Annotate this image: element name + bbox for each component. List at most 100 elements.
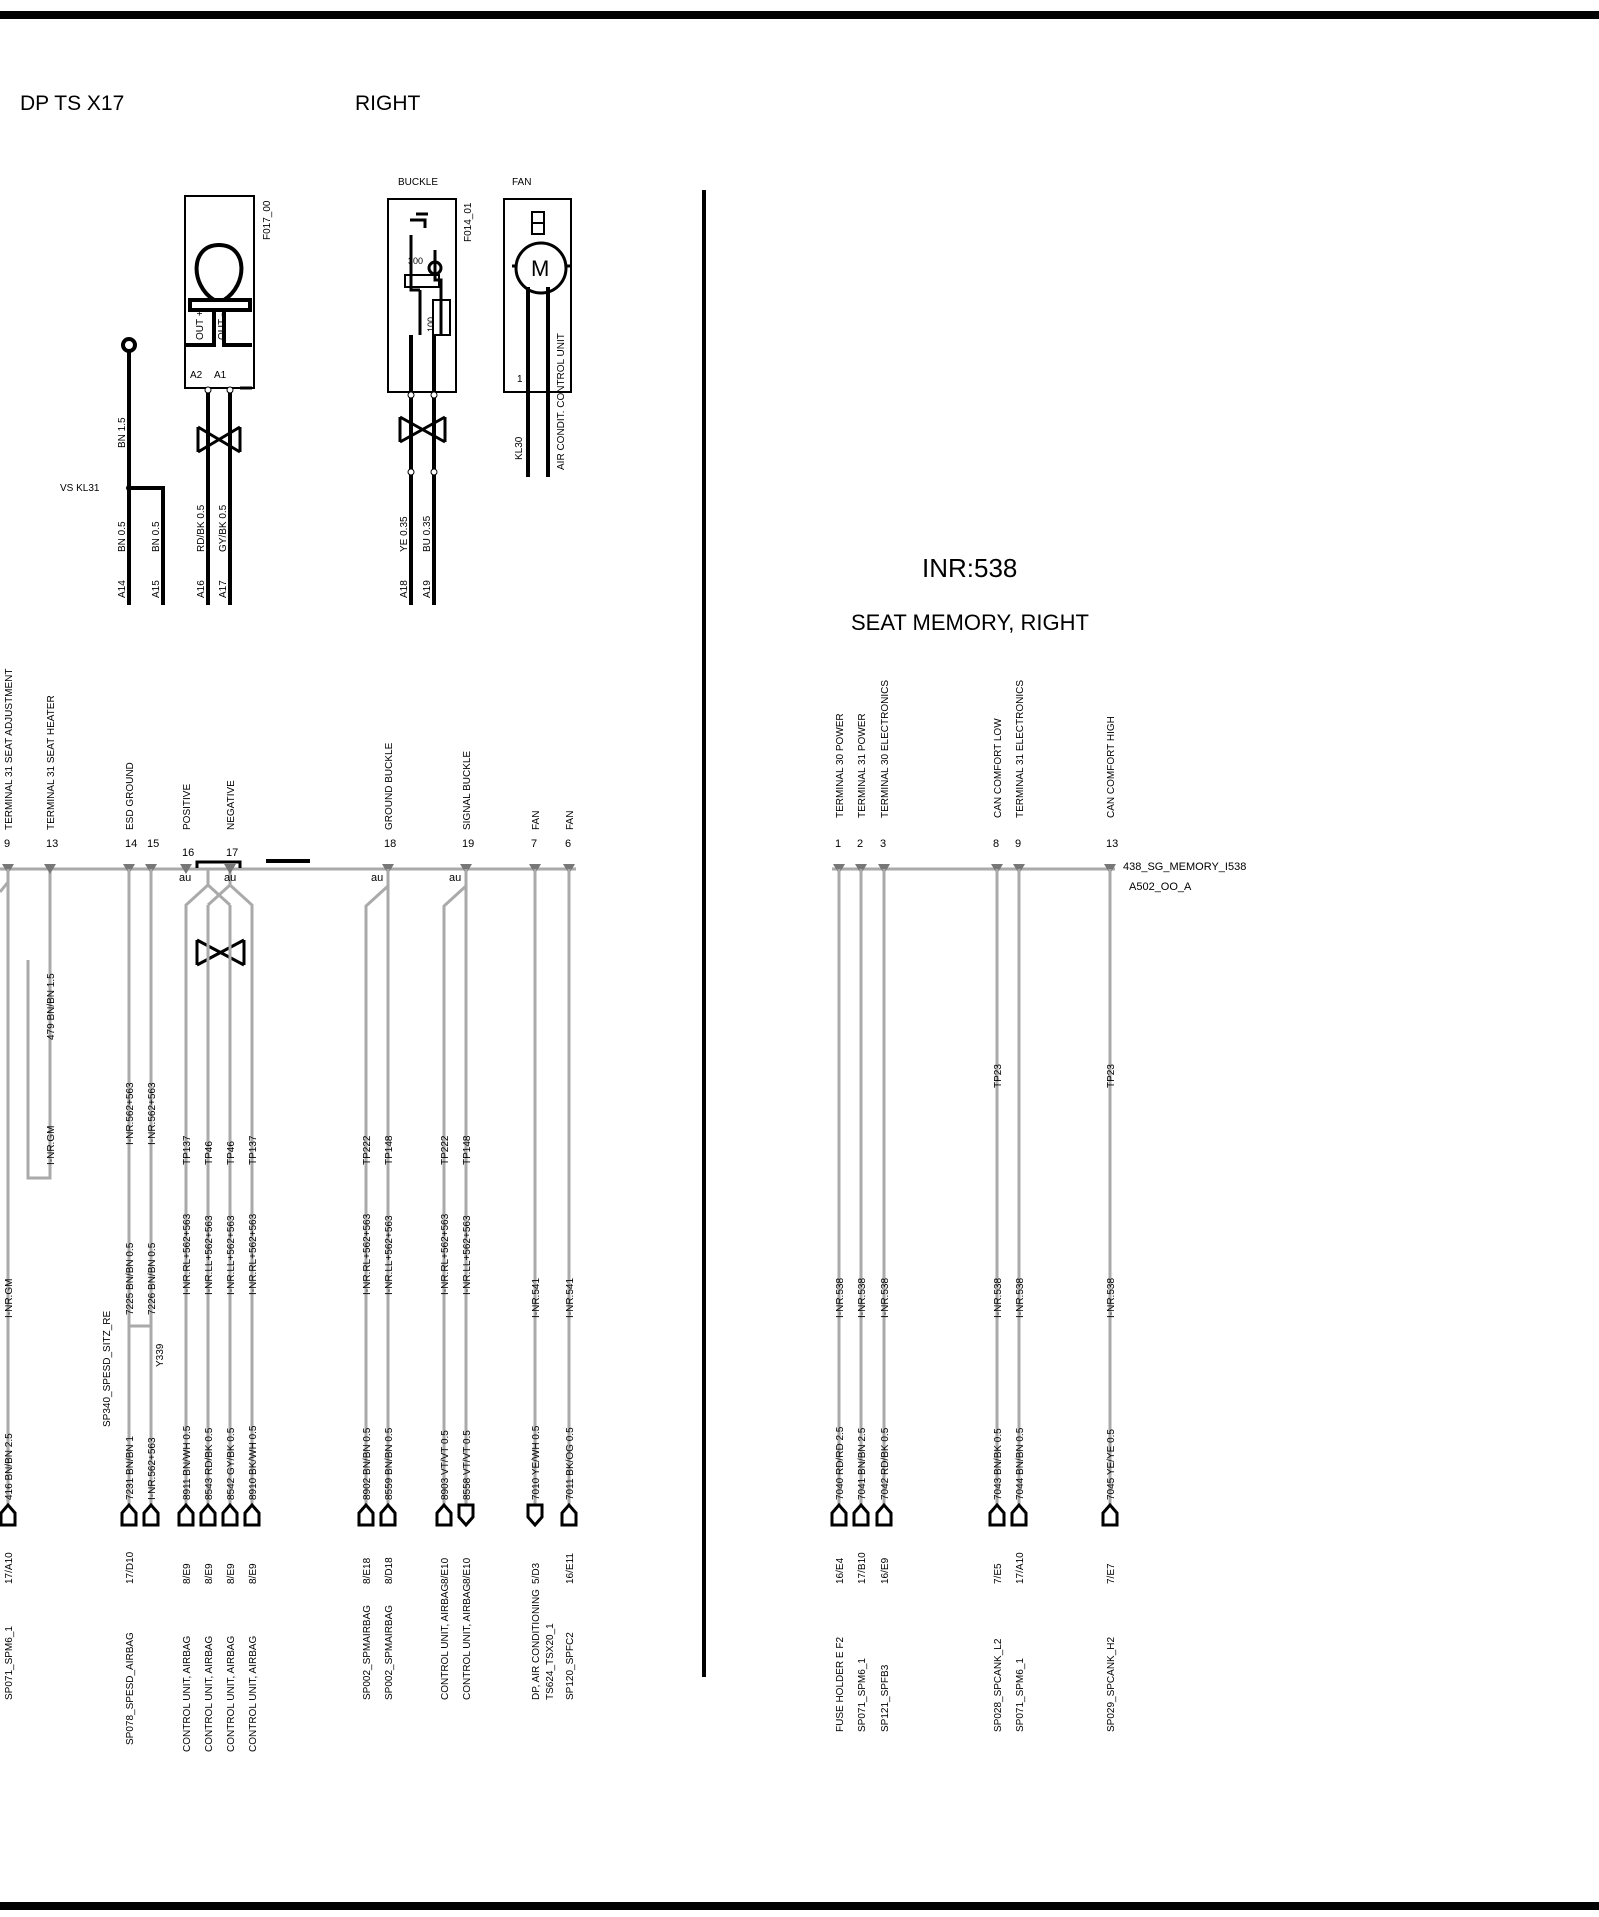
connector-pin-icon <box>875 1502 893 1527</box>
connector-pin-icon <box>457 1503 475 1528</box>
svg-text:A18: A18 <box>399 580 410 598</box>
svg-text:BUCKLE: BUCKLE <box>398 177 438 188</box>
inr-label: I-NR.562+563 <box>125 1082 136 1145</box>
inr-label: I-NR.RL+562+563 <box>362 1213 373 1295</box>
destination-label: SP078_SPESD_AIRBAG <box>125 1632 136 1745</box>
svg-text:VS KL31: VS KL31 <box>60 483 100 494</box>
wire-label: I-NR.562+563 <box>147 1437 158 1500</box>
inr-label: I-NR.LL+562+563 <box>462 1215 473 1295</box>
upper-wire-labels: BN 0.5 BN 0.5 RD/BK 0.5 GY/BK 0.5 YE 0.3… <box>117 504 433 598</box>
sp340-label: SP340_SPESD_SITZ_RE <box>102 1311 113 1427</box>
function-label: FAN <box>531 811 542 830</box>
inr-label: I-NR.538 <box>1106 1278 1117 1318</box>
svg-text:A1: A1 <box>214 370 227 381</box>
pin-number: 19 <box>462 838 474 850</box>
inr-label: I-NR.541 <box>531 1278 542 1318</box>
reference-label: 17/A10 <box>1015 1552 1026 1584</box>
pin-number: 13 <box>46 838 58 850</box>
inr-label: I-NR.562+563 <box>147 1082 158 1145</box>
destination-label: FUSE HOLDER E F2 <box>835 1637 846 1732</box>
svg-text:BU 0.35: BU 0.35 <box>422 515 433 552</box>
destination-label: DP, AIR CONDITIONING <box>531 1589 542 1700</box>
destination-label: SP002_SPMAIRBAG <box>384 1605 395 1700</box>
destination-label: SP002_SPMAIRBAG <box>362 1605 373 1700</box>
wire-label: 7040 RD/RD 2.5 <box>835 1426 846 1500</box>
inr-label: I-NR.RL+562+563 <box>182 1213 193 1295</box>
pin-number: 17 <box>226 847 238 859</box>
ground-junction: VS KL31 BN 1.5 <box>60 337 165 605</box>
wire-label: 8911 BN/WH 0.5 <box>182 1425 193 1500</box>
inr-label: I-NR.538 <box>835 1278 846 1318</box>
au-label: au <box>179 872 191 884</box>
svg-text:KL30: KL30 <box>514 436 525 460</box>
reference-label: 7/E7 <box>1106 1563 1117 1584</box>
ground-loop <box>26 869 52 1180</box>
seat-heater-component: F017_00 OUT + OUT - A2 A1 <box>184 195 273 605</box>
wire-label: 7231 BN/BN 1 <box>125 1436 136 1500</box>
reference-label: 8/E9 <box>182 1563 193 1584</box>
svg-text:300: 300 <box>408 256 423 266</box>
svg-text:F014_01: F014_01 <box>463 202 474 242</box>
wire-label: 7042 RD/BK 0.5 <box>880 1427 891 1500</box>
reference-label: 8/E9 <box>204 1563 215 1584</box>
wire-label: 8543 RD/BK 0.5 <box>204 1427 215 1500</box>
svg-text:RD/BK 0.5: RD/BK 0.5 <box>196 504 207 552</box>
pin-marker <box>180 864 192 874</box>
reference-label: 7/E5 <box>993 1563 1004 1584</box>
pin-number: 8 <box>993 838 999 850</box>
memory-title: SEAT MEMORY, RIGHT <box>851 610 1089 635</box>
connector-pin-icon <box>1010 1502 1028 1527</box>
svg-text:FAN: FAN <box>512 177 531 188</box>
connector-pin-icon <box>526 1503 544 1528</box>
au-branches <box>0 869 468 1505</box>
destination-label: CONTROL UNIT, AIRBAG <box>248 1635 259 1752</box>
wire-label: 7043 BN/BK 0.5 <box>993 1428 1004 1500</box>
wire-label: 8558 VT/VT 0.5 <box>462 1430 473 1500</box>
pin-number: 9 <box>4 838 10 850</box>
reference-label: 17/B10 <box>857 1552 868 1584</box>
wire-label: 416 BN/BN 2.5 <box>4 1433 15 1500</box>
pin-marker <box>224 864 236 874</box>
testpoint-label: TP148 <box>462 1135 473 1165</box>
connector-pin-icon <box>120 1502 138 1527</box>
connector-pin-icon <box>0 1502 17 1527</box>
svg-text:1: 1 <box>517 374 523 385</box>
wire-column: GROUND BUCKLE18TP148I-NR.LL+562+5638559 … <box>379 742 397 1700</box>
inr-label: I-NR.538 <box>993 1278 1004 1318</box>
testpoint-label: TP23 <box>993 1064 1004 1088</box>
wire-label: 479 BN/BN 1.5 <box>46 973 57 1040</box>
wire-label: 7045 YE/YE 0.5 <box>1106 1429 1117 1500</box>
function-label: CAN COMFORT LOW <box>993 718 1004 818</box>
wire-label: 7041 BN/BN 2.5 <box>857 1427 868 1500</box>
pin-number: 2 <box>857 838 863 850</box>
connector-pin-icon <box>852 1502 870 1527</box>
wire-label: 8542 GY/BK 0.5 <box>226 1427 237 1500</box>
inr-label: I-NR.RL+562+563 <box>440 1213 451 1295</box>
reference-label: 5/D3 <box>531 1562 542 1584</box>
connector-pin-icon <box>435 1502 453 1527</box>
connector-label: 438_SG_MEMORY_I538 <box>1123 861 1246 873</box>
connector-pin-icon <box>357 1502 375 1527</box>
svg-text:BN 0.5: BN 0.5 <box>151 521 162 552</box>
inr-label: I-NR.541 <box>565 1278 576 1318</box>
reference-label: 17/D10 <box>125 1551 136 1584</box>
svg-text:OUT +: OUT + <box>195 310 206 340</box>
connector-pin-icon <box>243 1502 261 1527</box>
side-label: Y339 <box>155 1343 166 1367</box>
testpoint-label: TP46 <box>226 1141 237 1165</box>
pin-number: 13 <box>1106 838 1118 850</box>
destination-label: CONTROL UNIT, AIRBAG <box>182 1635 193 1752</box>
connector-pin-icon <box>379 1502 397 1527</box>
function-label: NEGATIVE <box>226 780 237 830</box>
